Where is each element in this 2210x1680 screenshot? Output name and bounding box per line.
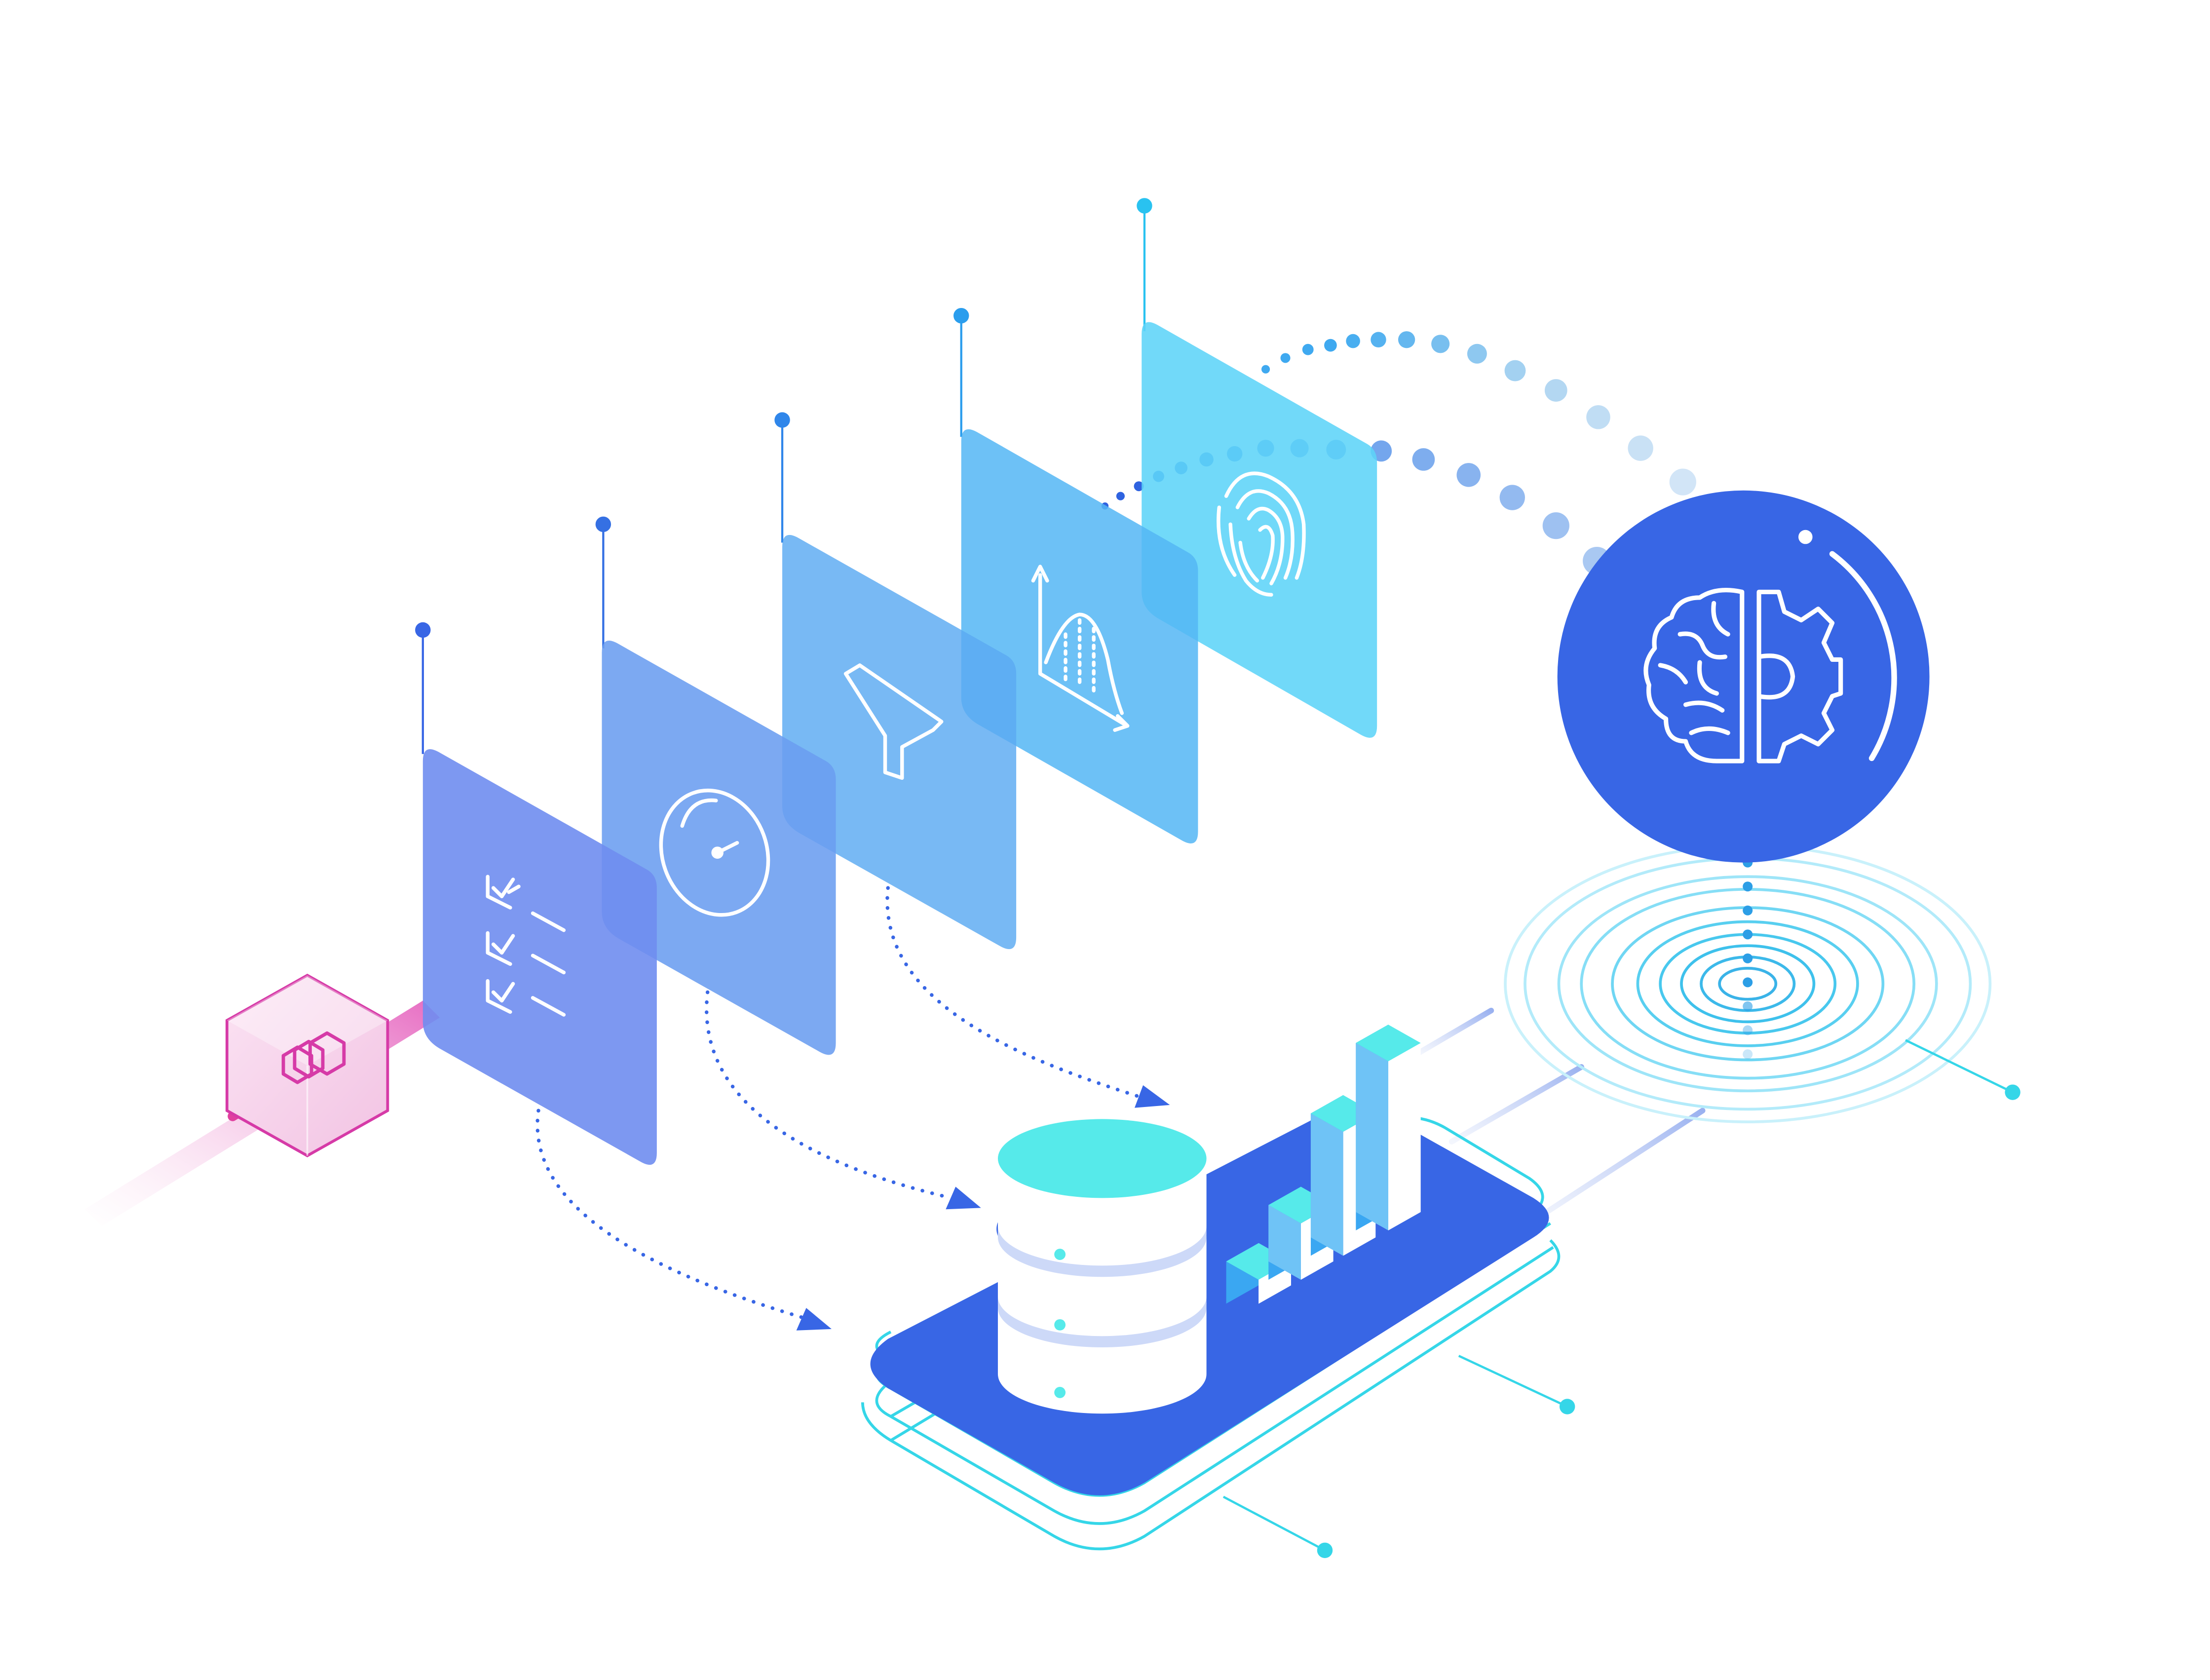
checklist-icon	[486, 875, 566, 1017]
flow-arrows	[535, 886, 1141, 1320]
cube-node	[226, 973, 389, 1157]
ai-link-dots	[1743, 857, 1753, 1060]
brain-gear-icon	[1643, 588, 1843, 764]
cube-stack-icon	[281, 1031, 346, 1084]
panel-filter	[782, 535, 1017, 950]
platform-pointers	[1222, 1355, 1575, 1558]
distribution-curve-icon	[1031, 565, 1130, 732]
filter-funnel-icon	[843, 663, 944, 780]
radar-pointer	[1905, 1039, 2020, 1100]
arrowheads	[796, 1085, 1170, 1331]
panel-gauge	[602, 641, 836, 1055]
bar-chart-icon	[1226, 1025, 1421, 1304]
platform	[870, 1109, 1549, 1495]
connector-lines	[1413, 1007, 1706, 1226]
panel-pins	[415, 198, 1152, 754]
database-icon	[996, 1119, 1208, 1414]
gauge-icon	[659, 788, 770, 917]
panel-checklist	[422, 749, 657, 1165]
panel-fingerprint	[1142, 322, 1377, 738]
panel-distribution	[961, 429, 1198, 843]
fingerprint-icon	[1217, 471, 1306, 597]
ai-circle	[1557, 490, 1930, 863]
